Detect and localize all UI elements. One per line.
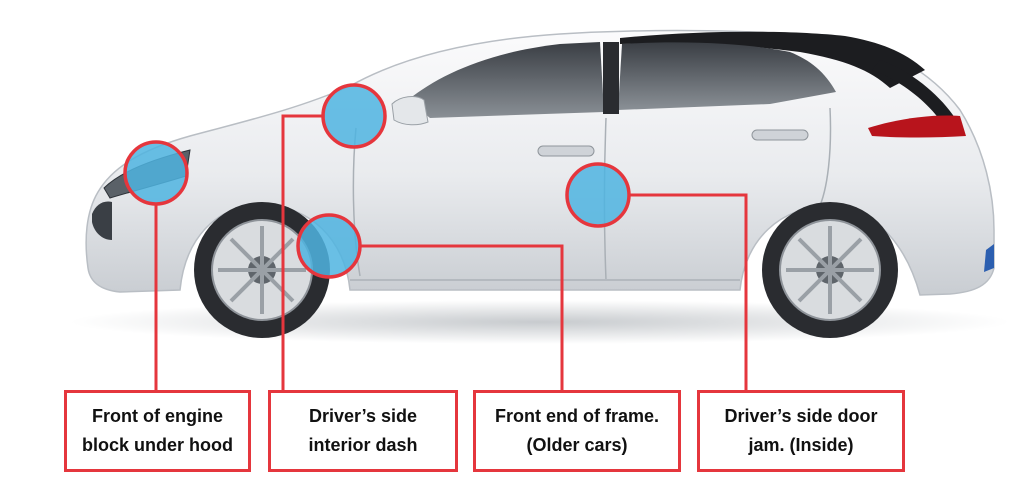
label-frame-line1: Front end of frame.	[494, 406, 659, 426]
marker-door	[565, 162, 631, 228]
label-engine-line2: block under hood	[82, 435, 233, 455]
b-pillar	[603, 42, 619, 114]
taillight	[868, 115, 966, 138]
rear-window	[618, 42, 836, 110]
rear-pillar	[872, 60, 955, 120]
label-engine-line1: Front of engine	[92, 406, 223, 426]
label-dash-line1: Driver’s side	[308, 406, 418, 426]
front-grille	[92, 201, 112, 240]
rear-accent	[984, 244, 994, 272]
label-dash-line2: interior dash	[308, 435, 418, 455]
connector-dash	[281, 114, 325, 390]
label-door-jam: Driver’s side door jam. (Inside)	[697, 390, 905, 472]
marker-dash	[321, 83, 387, 149]
marker-frame	[296, 213, 362, 279]
rear-door-handle	[751, 129, 809, 141]
marker-engine	[123, 140, 189, 206]
connector-door	[630, 193, 748, 390]
rear-wheel	[762, 202, 898, 338]
label-frame-line2: (Older cars)	[526, 435, 628, 455]
front-door-handle	[537, 145, 595, 157]
label-engine-block: Front of engine block under hood	[64, 390, 251, 472]
label-frame-front: Front end of frame. (Older cars)	[473, 390, 681, 472]
front-window	[408, 42, 604, 118]
car-roof	[620, 31, 925, 88]
side-mirror	[391, 96, 429, 126]
label-interior-dash: Driver’s side interior dash	[268, 390, 458, 472]
label-door-line2: jam. (Inside)	[748, 435, 854, 455]
connector-frame	[360, 244, 564, 390]
front-wheel	[194, 202, 330, 338]
label-door-line1: Driver’s side door	[724, 406, 878, 426]
